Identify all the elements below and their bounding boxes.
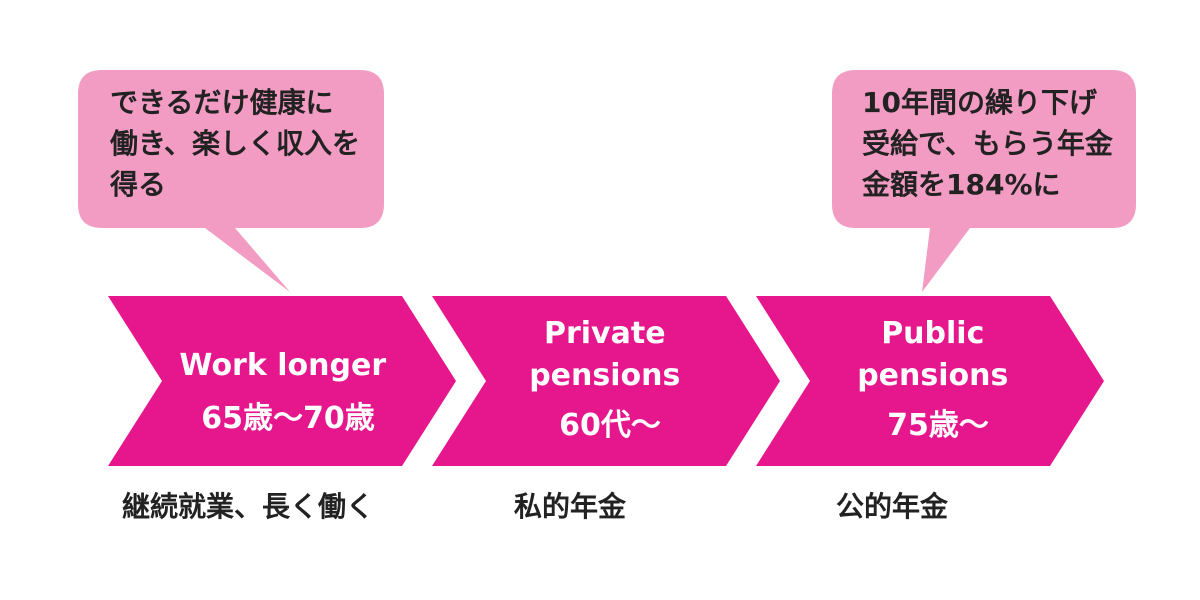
callout-shape	[832, 70, 1136, 292]
stage-private-pensions: Private pensions 60代〜	[432, 296, 780, 466]
callout-line: できるだけ健康に	[110, 86, 333, 119]
svg-text:10年間の繰り下げ 受給で、もらう年金: 10年間の繰り下げ 受給で、もらう年金 金額を184%に	[861, 86, 1123, 201]
chevron-arrow	[108, 296, 456, 466]
stage-age-range: 75歳〜	[887, 408, 989, 443]
callout-line: 受給で、もらう年金	[862, 127, 1114, 160]
callout-shape	[78, 70, 384, 292]
stage-caption-public-pensions: 公的年金	[836, 490, 949, 523]
stage-caption-private-pensions: 私的年金	[514, 490, 627, 523]
callout-line: 10年間の繰り下げ	[862, 86, 1098, 119]
callout-line: 働き、楽しく収入を	[109, 127, 360, 160]
stage-title: Work longer	[179, 348, 386, 383]
svg-text:Private pensions 6: Private pensions 60代〜	[529, 316, 691, 443]
stage-work-longer: Work longer 65歳〜70歳	[108, 296, 456, 466]
stage-caption-work-longer: 継続就業、長く働く	[122, 490, 374, 523]
stage-title: pensions	[529, 358, 680, 393]
stage-public-pensions: Public pensions 75歳〜	[756, 296, 1104, 466]
callout-line: 金額を184%に	[861, 168, 1061, 201]
stage-age-range: 60代〜	[559, 408, 661, 443]
stage-title: pensions	[857, 358, 1008, 393]
callout-line: 得る	[109, 168, 166, 201]
stage-age-range: 65歳〜70歳	[201, 401, 375, 436]
stage-title: Public	[881, 316, 984, 351]
callout-bubble-public-pensions: 10年間の繰り下げ 受給で、もらう年金 金額を184%に	[832, 70, 1136, 292]
chevron-arrow	[432, 296, 780, 466]
callout-bubble-work-longer: できるだけ健康に 働き、楽しく収入を 得る	[78, 70, 384, 292]
svg-text:Public pensions 75: Public pensions 75歳〜	[857, 316, 1019, 443]
stage-title: Private	[544, 316, 666, 351]
chevron-arrow	[756, 296, 1104, 466]
svg-text:できるだけ健康に 働き、楽しく収入を: できるだけ健康に 働き、楽しく収入を 得る	[109, 86, 370, 201]
svg-text:Work longer 65歳〜70歳: Work longer 65歳〜70歳	[179, 348, 396, 436]
